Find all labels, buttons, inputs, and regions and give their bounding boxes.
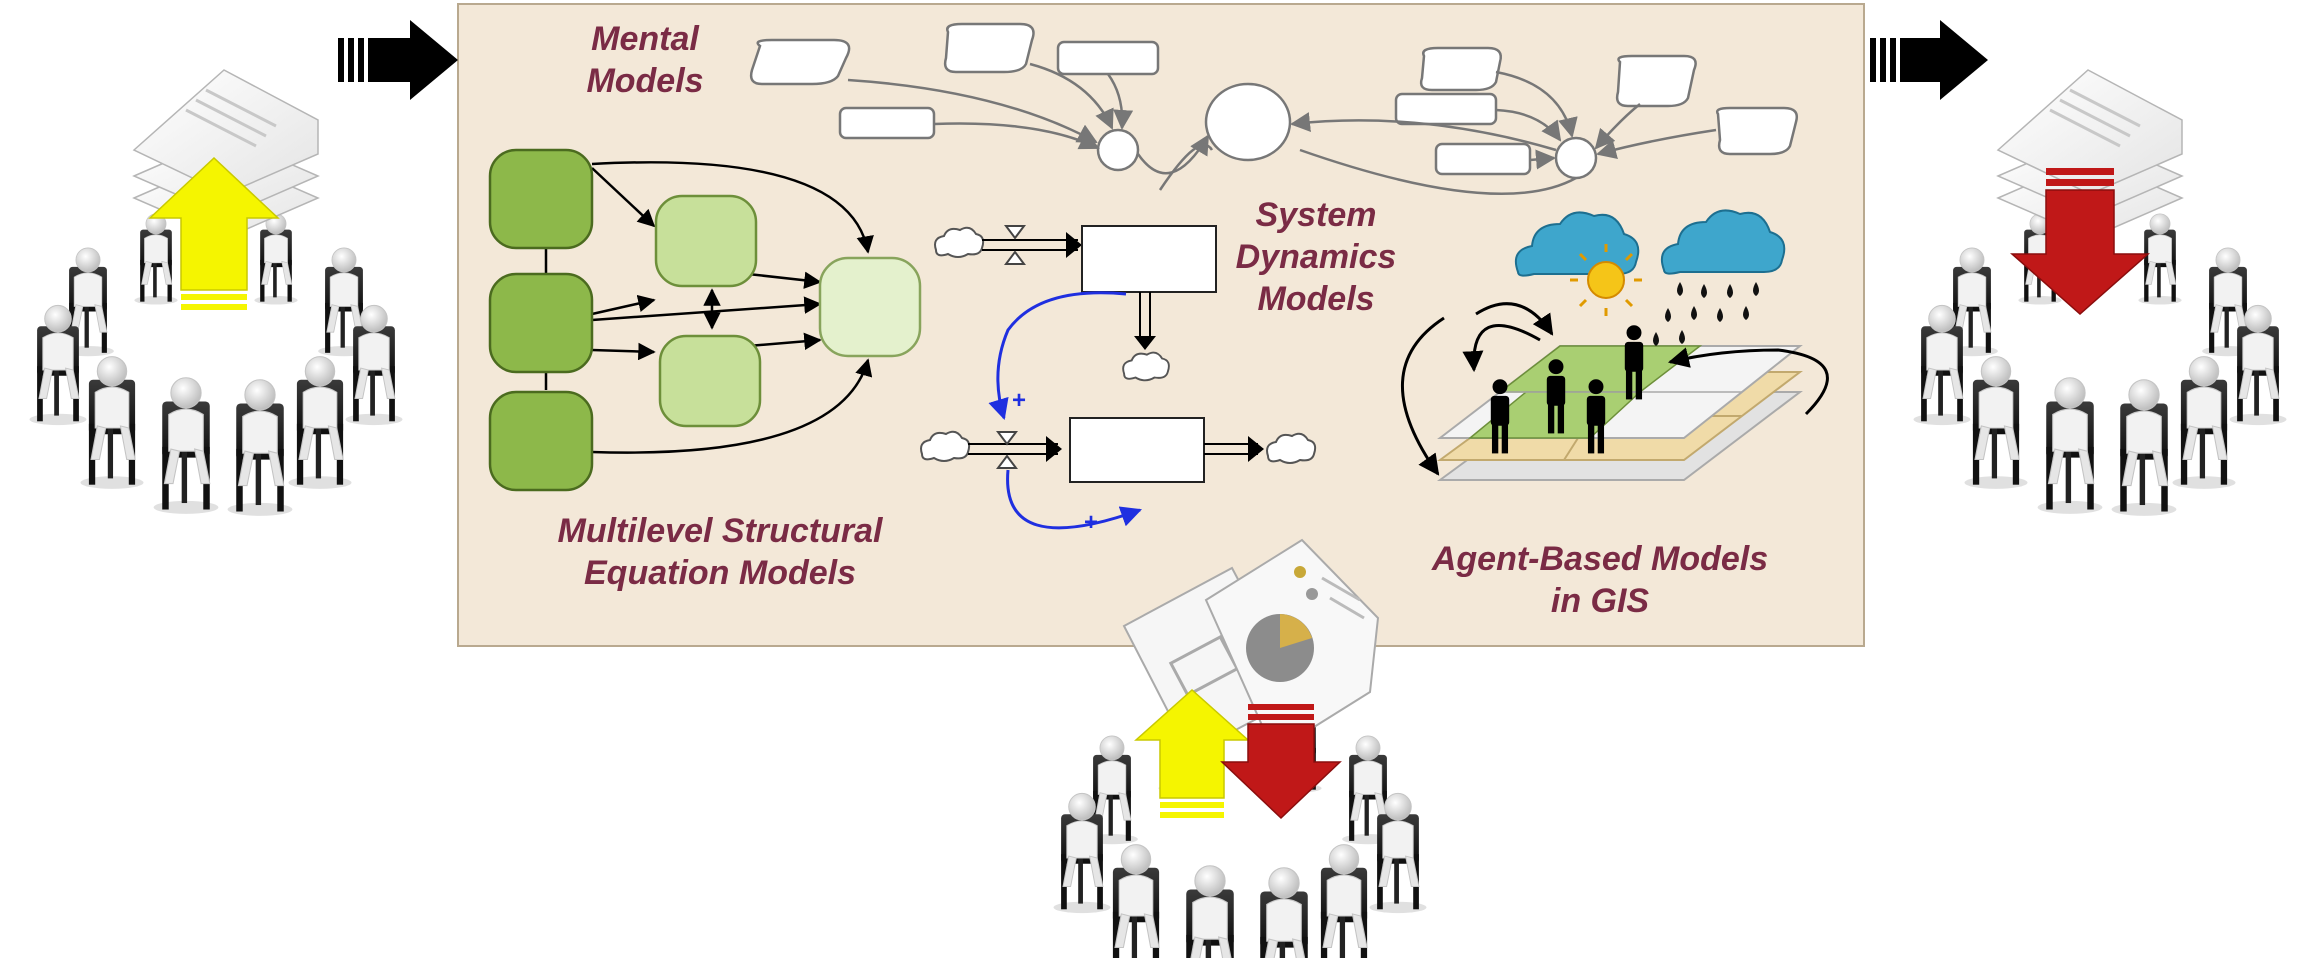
right-red-down-arrow (2010, 168, 2150, 316)
model-panel (457, 3, 1865, 647)
system-dynamics-label-line: Dynamics (1235, 238, 1397, 276)
input-arrow-left (338, 20, 458, 100)
stock-flow-diagram: + + (920, 225, 1317, 536)
sun-icon (1570, 244, 1642, 316)
msem-label-line: Multilevel Structural (557, 512, 883, 550)
plus-label-bottom: + (1084, 509, 1098, 536)
mental-models-diagram (749, 22, 1798, 195)
mental-models-label: Mental Models (560, 18, 730, 102)
sem-diagram (488, 148, 922, 492)
system-dynamics-label-line: Models (1257, 280, 1375, 318)
left-yellow-up-arrow (148, 156, 280, 310)
plus-label-top: + (1012, 387, 1026, 414)
msem-label-line: Equation Models (584, 554, 856, 592)
mental-models-label-line: Mental (591, 20, 699, 58)
system-dynamics-label-line: System (1255, 196, 1377, 234)
output-arrow-right (1870, 20, 1988, 100)
gis-layers-diagram (1400, 209, 1829, 481)
mental-models-label-line: Models (586, 62, 704, 100)
abm-gis-label: Agent-Based Models in GIS (1400, 538, 1800, 622)
system-dynamics-label: System Dynamics Models (1216, 194, 1416, 320)
abm-gis-label-line: Agent-Based Models (1431, 540, 1769, 578)
bottom-red-down-arrow (1220, 704, 1342, 820)
msem-label: Multilevel Structural Equation Models (520, 510, 920, 594)
bottom-yellow-up-arrow (1134, 688, 1250, 818)
abm-gis-label-line: in GIS (1550, 582, 1650, 620)
